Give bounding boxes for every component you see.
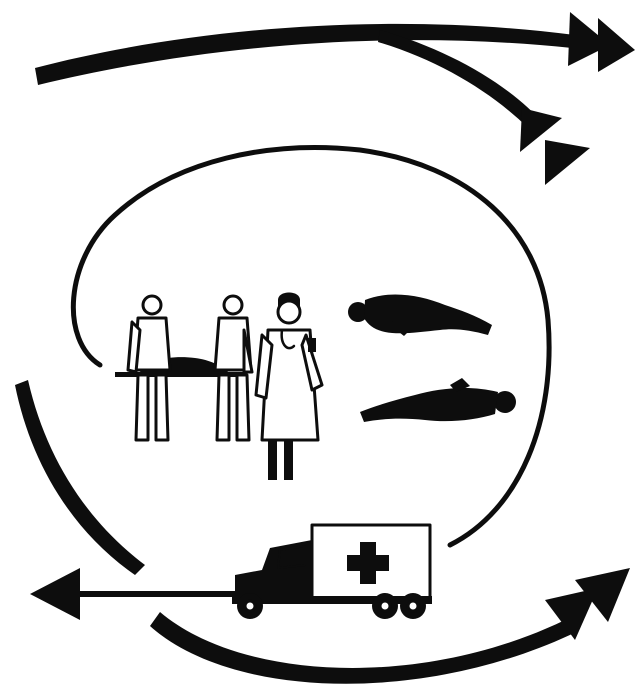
stretcher-bearer-icon: [215, 296, 252, 440]
top-arrows: [35, 12, 635, 185]
bottom-arrow-shaft: [150, 612, 572, 684]
stretcher-bearer-icon: [128, 296, 170, 440]
stretcher-team: [115, 296, 252, 440]
top-flow-arrow-shaft: [35, 24, 575, 85]
top-flow-arrowhead-2: [598, 18, 635, 72]
casualty-icon: [348, 295, 492, 336]
branch-arrowhead-2: [545, 140, 590, 185]
left-curve: [15, 380, 145, 575]
return-arrowhead: [30, 568, 80, 620]
ambulance-icon: [232, 525, 432, 619]
casualty-icon: [360, 378, 516, 422]
branch-arrow-shaft: [378, 30, 545, 135]
medic-icon: [256, 293, 322, 481]
return-arrow: [30, 568, 260, 620]
return-arrow-shaft: [70, 591, 260, 597]
